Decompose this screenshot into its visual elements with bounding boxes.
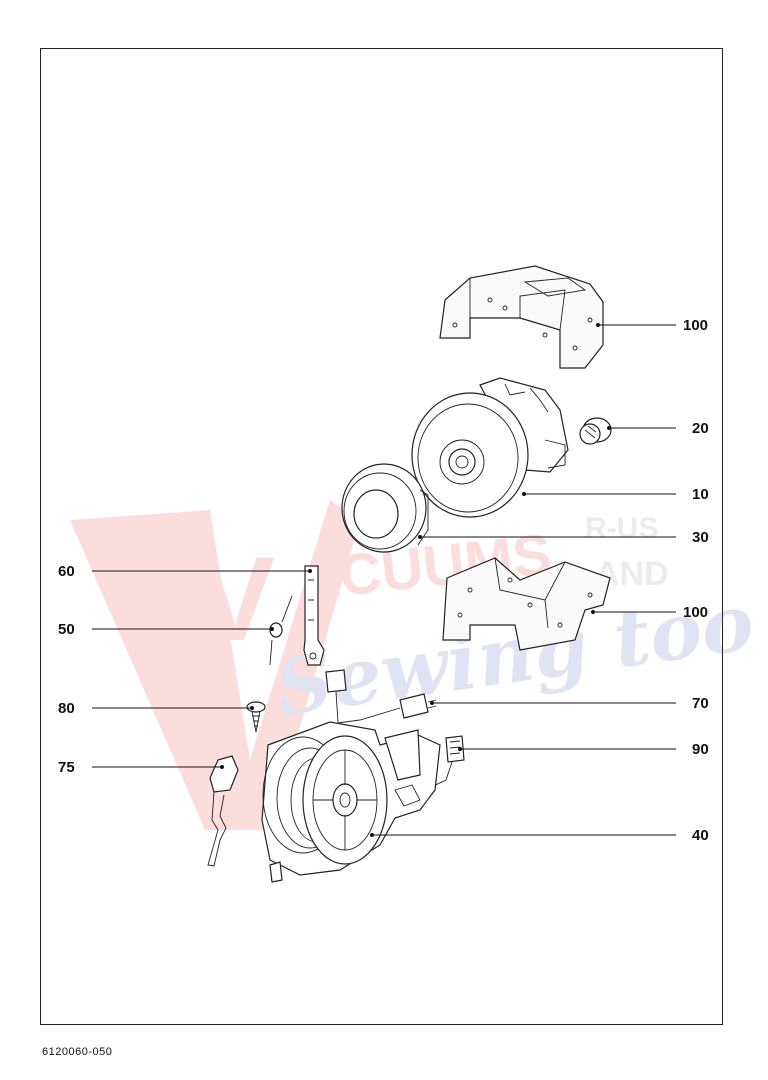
foam-cover-top-icon bbox=[439, 265, 604, 369]
callout-80: 80 bbox=[58, 700, 75, 717]
brake-lever-icon bbox=[207, 755, 239, 867]
spring-clip-icon bbox=[269, 595, 293, 666]
foam-cradle-bottom-icon bbox=[442, 557, 611, 651]
callout-50: 50 bbox=[58, 621, 75, 638]
callout-30: 30 bbox=[692, 529, 709, 546]
cord-reel-icon bbox=[261, 721, 441, 883]
callout-60: 60 bbox=[58, 563, 75, 580]
drawing-frame bbox=[40, 48, 723, 1025]
contact-bracket-icon bbox=[303, 565, 325, 666]
callout-20: 20 bbox=[692, 420, 709, 437]
callout-90: 90 bbox=[692, 741, 709, 758]
callout-100-bottom: 100 bbox=[683, 604, 708, 621]
drawing-number: 6120060-050 bbox=[42, 1046, 113, 1058]
callout-10: 10 bbox=[692, 486, 709, 503]
watermark-letter-v: V bbox=[195, 532, 275, 666]
connector-plug-icon bbox=[325, 669, 437, 725]
motor-coupling-icon bbox=[579, 417, 612, 445]
leader-lines bbox=[92, 323, 676, 837]
watermark-word-ru: R-US bbox=[585, 512, 658, 545]
callout-75: 75 bbox=[58, 759, 75, 776]
callout-70: 70 bbox=[692, 695, 709, 712]
motor-gasket-ring-icon bbox=[341, 463, 429, 553]
motor-icon bbox=[411, 377, 569, 518]
callout-labels: 100 20 10 30 60 100 50 80 70 75 90 40 bbox=[58, 317, 709, 844]
callout-40: 40 bbox=[692, 827, 709, 844]
callout-100-top: 100 bbox=[683, 317, 708, 334]
